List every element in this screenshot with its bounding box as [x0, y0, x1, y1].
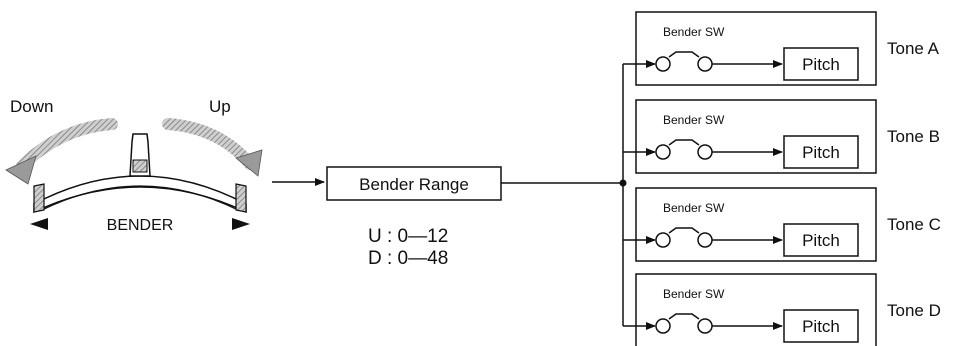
bender-label: BENDER [107, 217, 174, 234]
bender-illustration: Down Up BENDER [5, 97, 263, 234]
switch-blade [668, 227, 700, 234]
pitch-box [783, 135, 859, 169]
bender-right-triangle [232, 218, 250, 230]
tone-block-c: Bender SW Pitch Tone C [623, 187, 941, 262]
down-range-text: D : 0—48 [368, 248, 448, 269]
down-label: Down [10, 97, 53, 116]
bender-sw-label: Bender SW [663, 201, 725, 215]
switch-contact-left [655, 56, 671, 72]
tone-frame [635, 11, 877, 86]
tone-frame [635, 273, 877, 346]
down-arrowhead [5, 155, 37, 185]
pitch-box [783, 309, 859, 343]
up-arrowhead [235, 149, 263, 177]
pitch-label: Pitch [802, 231, 840, 250]
switch-contact-right [697, 318, 713, 334]
tone-label: Tone D [887, 301, 941, 320]
pitch-label: Pitch [802, 55, 840, 74]
pitch-label: Pitch [802, 143, 840, 162]
bender-body [33, 175, 247, 214]
pitch-label: Pitch [802, 317, 840, 336]
bender-sw-label: Bender SW [663, 287, 725, 301]
switch-blade [668, 51, 700, 58]
switch-contact-right [697, 232, 713, 248]
switch-contact-left [655, 144, 671, 160]
switch-contact-right [697, 144, 713, 160]
bender-right-foot [235, 183, 247, 213]
tone-label: Tone A [887, 39, 940, 58]
switch-contact-right [697, 56, 713, 72]
tone-frame [635, 99, 877, 174]
bender-lever-grip [132, 159, 148, 173]
down-motion-arrow [16, 118, 118, 172]
switch-contact-left [655, 318, 671, 334]
bender-range-label: Bender Range [359, 175, 469, 194]
up-range-text: U : 0—12 [368, 226, 448, 247]
bender-sw-label: Bender SW [663, 113, 725, 127]
tone-frame [635, 187, 877, 262]
bender-left-triangle [30, 218, 48, 230]
tone-block-d: Bender SW Pitch Tone D [623, 273, 941, 346]
bender-face [41, 185, 239, 211]
switch-blade [668, 139, 700, 146]
pitch-box [783, 47, 859, 81]
bender-range-block: Bender Range U : 0—12 D : 0—48 [326, 166, 502, 269]
tone-label: Tone C [887, 215, 941, 234]
bender-left-foot [33, 183, 45, 213]
up-label: Up [209, 97, 231, 116]
tone-label: Tone B [887, 127, 940, 146]
switch-contact-left [655, 232, 671, 248]
tone-block-a: Bender SW Pitch Tone A [623, 11, 940, 86]
bender-sw-label: Bender SW [663, 25, 725, 39]
switch-blade [668, 313, 700, 320]
pitch-box [783, 223, 859, 257]
tone-block-b: Bender SW Pitch Tone B [623, 99, 940, 174]
